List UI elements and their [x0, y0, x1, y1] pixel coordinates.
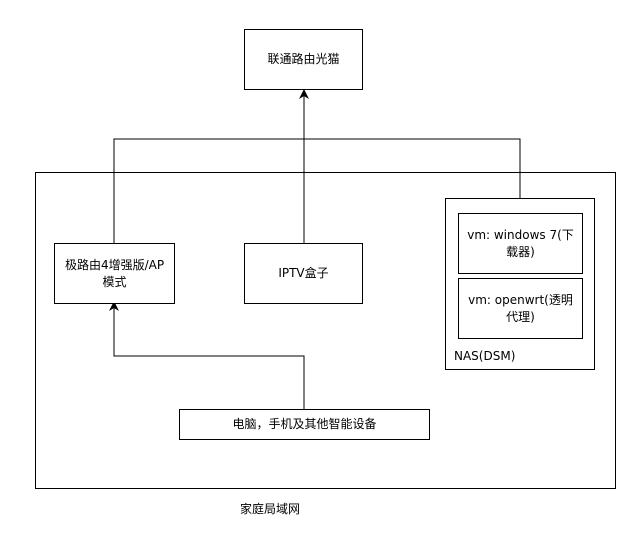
modem-node[interactable]: 联通路由光猫	[244, 29, 363, 90]
router-nas-uplink-line	[113, 138, 521, 243]
devices-node[interactable]: 电脑，手机及其他智能设备	[179, 409, 430, 440]
lan-label: 家庭局域网	[240, 502, 301, 516]
devices-label: 电脑，手机及其他智能设备	[232, 417, 377, 431]
modem-label: 联通路由光猫	[267, 52, 340, 66]
nas-label: NAS(DSM)	[454, 349, 516, 363]
iptv-label: IPTV盒子	[278, 266, 329, 280]
lan-container	[35, 172, 616, 489]
vm-windows-label: vm: windows 7(下载器)	[467, 227, 574, 259]
router-label: 极路由4增强版/AP模式	[64, 257, 165, 289]
router-node[interactable]: 极路由4增强版/AP模式	[54, 243, 175, 304]
iptv-node[interactable]: IPTV盒子	[244, 243, 363, 304]
vm-windows-node[interactable]: vm: windows 7(下载器)	[458, 213, 583, 274]
vm-openwrt-node[interactable]: vm: openwrt(透明代理)	[458, 278, 583, 339]
nas-container	[445, 198, 595, 370]
vm-openwrt-label: vm: openwrt(透明代理)	[468, 292, 573, 324]
devices-to-router-arrow	[109, 301, 305, 409]
